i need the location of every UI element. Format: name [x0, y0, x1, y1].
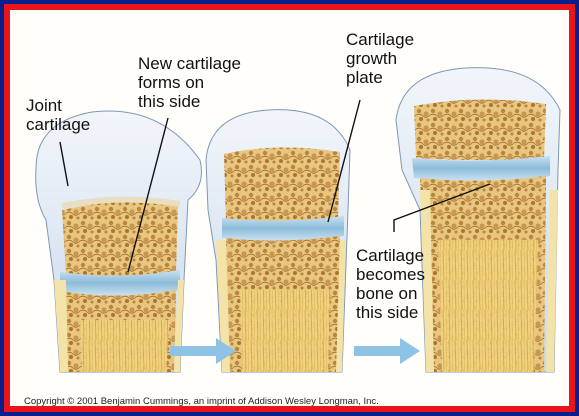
label-new-cartilage: New cartilage forms on this side [138, 54, 241, 111]
copyright-notice: Copyright © 2001 Benjamin Cummings, an i… [24, 396, 379, 407]
bone-growth-illustration [10, 10, 569, 406]
diagram-frame: Joint cartilage New cartilage forms on t… [4, 4, 575, 412]
label-becomes-bone: Cartilage becomes bone on this side [356, 246, 425, 322]
label-joint-cartilage: Joint cartilage [26, 96, 90, 134]
label-growth-plate: Cartilage growth plate [346, 30, 414, 87]
bone-stage-3 [396, 68, 560, 372]
arrow-right-icon [354, 338, 420, 364]
bone-stage-1 [36, 111, 202, 372]
bone-stage-2 [206, 110, 350, 372]
